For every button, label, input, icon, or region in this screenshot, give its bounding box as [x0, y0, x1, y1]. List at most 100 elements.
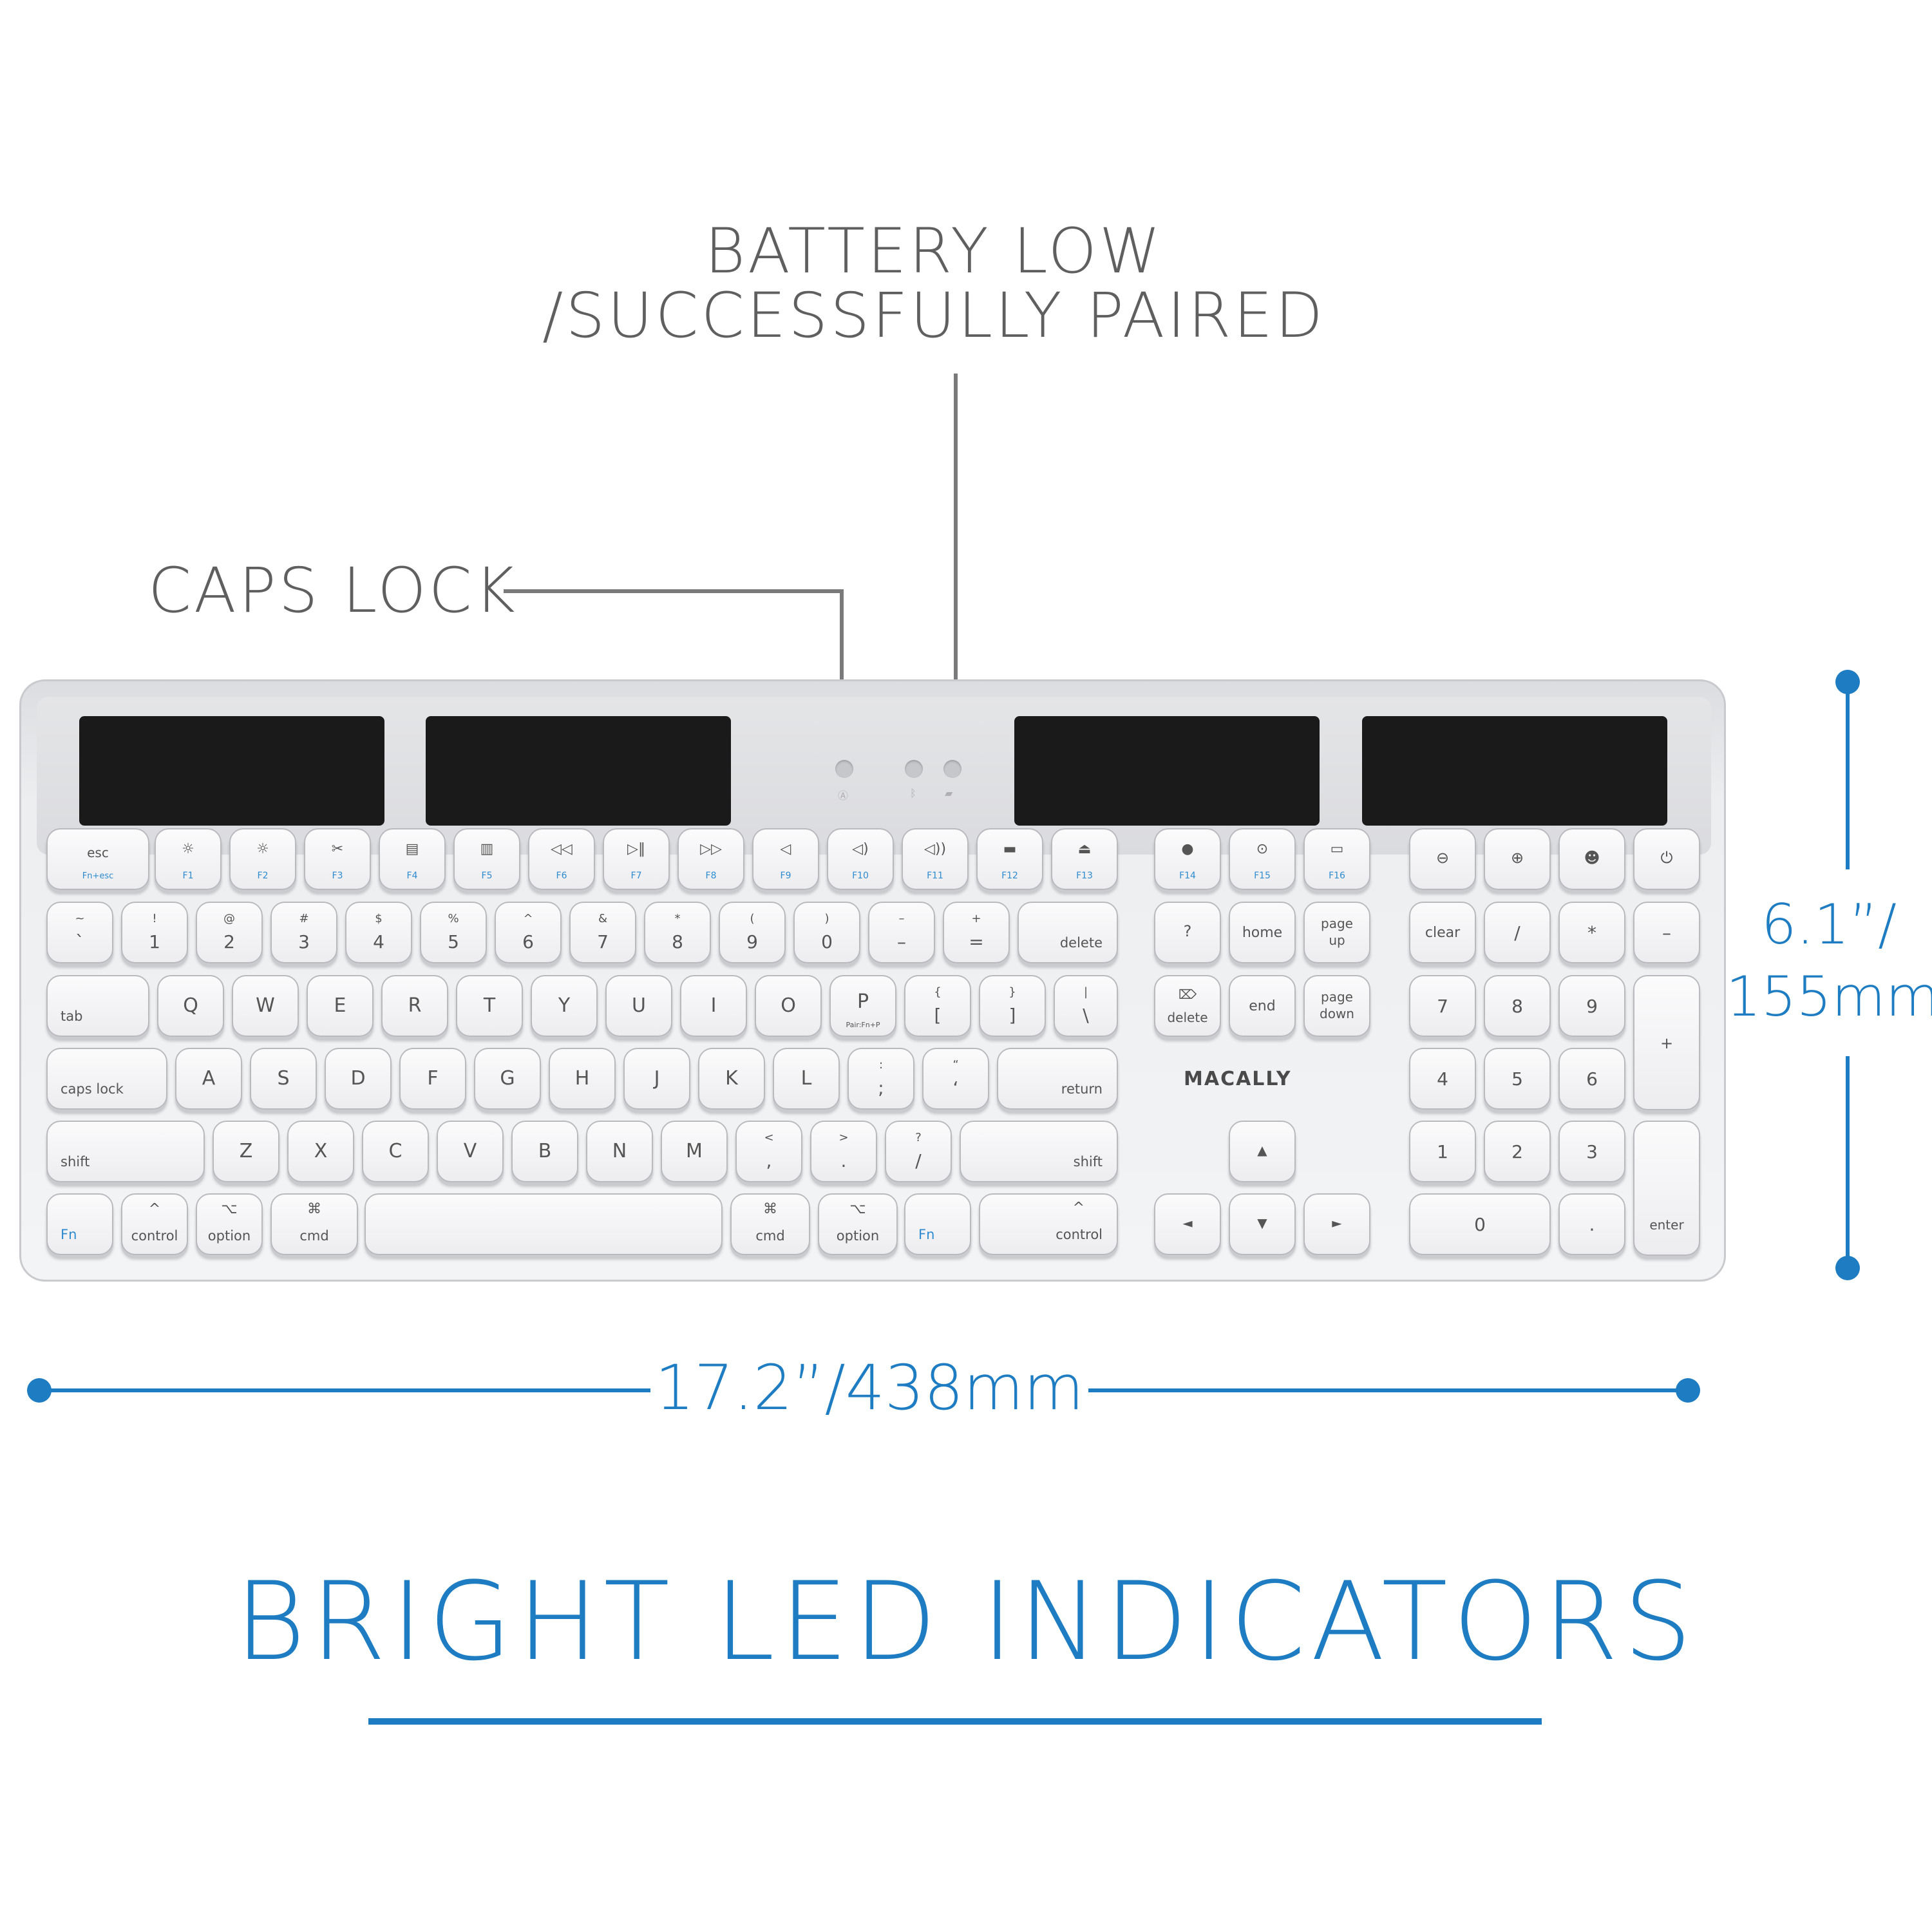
key-f7[interactable]: ▷‖F7: [603, 828, 670, 890]
key-option-right[interactable]: ⌥option: [818, 1193, 898, 1255]
key-8[interactable]: *8: [644, 902, 711, 963]
key-delete[interactable]: delete: [1018, 902, 1118, 963]
key-l[interactable]: L: [773, 1048, 840, 1110]
key-o[interactable]: O: [755, 975, 822, 1037]
key-zoom-out[interactable]: ⊖: [1409, 828, 1476, 890]
key-h[interactable]: H: [549, 1048, 616, 1110]
key-f3[interactable]: ✂F3: [304, 828, 371, 890]
key-f9[interactable]: ◁F9: [752, 828, 819, 890]
key-grave[interactable]: ~`: [46, 902, 113, 963]
key-f13[interactable]: ⏏F13: [1051, 828, 1118, 890]
key-f10[interactable]: ◁)F10: [827, 828, 894, 890]
key-f8[interactable]: ▷▷F8: [677, 828, 744, 890]
key-kp-9[interactable]: 9: [1558, 975, 1625, 1037]
key-s[interactable]: S: [250, 1048, 317, 1110]
key-fn-right[interactable]: Fn: [904, 1193, 971, 1255]
key-kp-minus[interactable]: –: [1633, 902, 1700, 963]
key-kp-3[interactable]: 3: [1558, 1121, 1625, 1182]
key-f6[interactable]: ◁◁F6: [528, 828, 595, 890]
key-g[interactable]: G: [474, 1048, 541, 1110]
key-return[interactable]: return: [997, 1048, 1118, 1110]
key-end[interactable]: end: [1229, 975, 1296, 1037]
key-quote[interactable]: “‘: [922, 1048, 989, 1110]
key-cmd-right[interactable]: ⌘cmd: [730, 1193, 810, 1255]
key-f14[interactable]: ●F14: [1154, 828, 1221, 890]
key-v[interactable]: V: [437, 1121, 504, 1182]
key-f[interactable]: F: [399, 1048, 466, 1110]
key-e[interactable]: E: [307, 975, 374, 1037]
key-f12[interactable]: ▬F12: [976, 828, 1043, 890]
key-d[interactable]: D: [325, 1048, 392, 1110]
key-t[interactable]: T: [456, 975, 523, 1037]
key-w[interactable]: W: [232, 975, 299, 1037]
key-kp-1[interactable]: 1: [1409, 1121, 1476, 1182]
key-7[interactable]: &7: [569, 902, 636, 963]
key-f16[interactable]: ▭F16: [1303, 828, 1370, 890]
key-f11[interactable]: ◁))F11: [902, 828, 969, 890]
key-control-left[interactable]: ^control: [121, 1193, 188, 1255]
key-arrow-up[interactable]: ▲: [1229, 1121, 1296, 1182]
key-j[interactable]: J: [623, 1048, 690, 1110]
key-kp-dot[interactable]: .: [1558, 1193, 1625, 1255]
key-a[interactable]: A: [175, 1048, 242, 1110]
key-backslash[interactable]: |\: [1054, 975, 1118, 1037]
key-user[interactable]: ☻: [1558, 828, 1625, 890]
key-b[interactable]: B: [511, 1121, 578, 1182]
key-kp-2[interactable]: 2: [1484, 1121, 1551, 1182]
key-fwd-delete[interactable]: ⌦delete: [1154, 975, 1221, 1037]
key-shift-left[interactable]: shift: [46, 1121, 205, 1182]
key-arrow-right[interactable]: ►: [1303, 1193, 1370, 1255]
key-1[interactable]: !1: [121, 902, 188, 963]
key-fn-left[interactable]: Fn: [46, 1193, 113, 1255]
key-6[interactable]: ^6: [495, 902, 562, 963]
key-left-bracket[interactable]: {[: [904, 975, 971, 1037]
key-9[interactable]: (9: [719, 902, 786, 963]
key-kp-7[interactable]: 7: [1409, 975, 1476, 1037]
key-u[interactable]: U: [605, 975, 672, 1037]
key-minus[interactable]: ––: [868, 902, 935, 963]
key-space[interactable]: [365, 1193, 723, 1255]
key-kp-star[interactable]: *: [1558, 902, 1625, 963]
key-kp-0[interactable]: 0: [1409, 1193, 1551, 1255]
key-kp-6[interactable]: 6: [1558, 1048, 1625, 1110]
key-arrow-left[interactable]: ◄: [1154, 1193, 1221, 1255]
key-tab[interactable]: tab: [46, 975, 149, 1037]
key-2[interactable]: @2: [196, 902, 263, 963]
key-0[interactable]: )0: [793, 902, 860, 963]
key-5[interactable]: %5: [420, 902, 487, 963]
key-comma[interactable]: <,: [735, 1121, 802, 1182]
key-4[interactable]: $4: [345, 902, 412, 963]
key-equal[interactable]: +=: [943, 902, 1010, 963]
key-c[interactable]: C: [362, 1121, 429, 1182]
key-kp-8[interactable]: 8: [1484, 975, 1551, 1037]
key-n[interactable]: N: [586, 1121, 653, 1182]
key-right-bracket[interactable]: }]: [979, 975, 1046, 1037]
key-3[interactable]: #3: [270, 902, 337, 963]
key-power[interactable]: ⏻: [1633, 828, 1700, 890]
key-kp-4[interactable]: 4: [1409, 1048, 1476, 1110]
key-f4[interactable]: ▤F4: [379, 828, 446, 890]
key-clear[interactable]: clear: [1409, 902, 1476, 963]
key-f2[interactable]: ☼F2: [229, 828, 296, 890]
key-x[interactable]: X: [287, 1121, 354, 1182]
key-y[interactable]: Y: [531, 975, 598, 1037]
key-r[interactable]: R: [381, 975, 448, 1037]
key-f5[interactable]: ▥F5: [453, 828, 520, 890]
key-slash[interactable]: ?/: [885, 1121, 952, 1182]
key-k[interactable]: K: [698, 1048, 765, 1110]
key-kp-slash[interactable]: /: [1484, 902, 1551, 963]
key-f15[interactable]: ⊙F15: [1229, 828, 1296, 890]
key-control-right[interactable]: ^control: [979, 1193, 1118, 1255]
key-q[interactable]: Q: [157, 975, 224, 1037]
key-zoom-in[interactable]: ⊕: [1484, 828, 1551, 890]
key-z[interactable]: Z: [213, 1121, 279, 1182]
key-enter[interactable]: enter: [1633, 1121, 1700, 1256]
key-cmd-left[interactable]: ⌘cmd: [270, 1193, 358, 1255]
key-option-left[interactable]: ⌥option: [196, 1193, 263, 1255]
key-semicolon[interactable]: :;: [848, 1048, 914, 1110]
key-shift-right[interactable]: shift: [960, 1121, 1118, 1182]
key-f1[interactable]: ☼F1: [155, 828, 222, 890]
